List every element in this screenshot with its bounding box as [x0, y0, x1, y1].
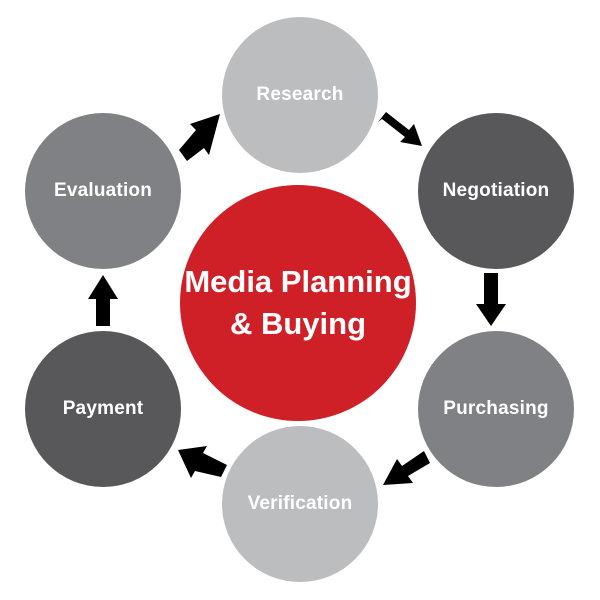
node-verification: Verification — [222, 426, 378, 582]
node-purchasing-label: Purchasing — [443, 398, 549, 419]
node-evaluation: Evaluation — [25, 113, 181, 269]
center-title-line2: & Buying — [229, 306, 367, 341]
node-verification-label: Verification — [247, 493, 353, 514]
arrow-purchasing-to-verification — [383, 451, 430, 485]
arrow-verification-to-payment — [178, 446, 227, 478]
arrow-research-to-negotiation — [378, 112, 422, 146]
node-research-label: Research — [256, 84, 344, 105]
center-circle-media-planning-buying: Media Planning & Buying — [180, 185, 416, 421]
arrow-evaluation-to-research — [179, 114, 220, 161]
node-negotiation: Negotiation — [418, 113, 574, 269]
node-purchasing: Purchasing — [418, 331, 574, 487]
node-research: Research — [222, 17, 378, 173]
arrow-payment-to-evaluation — [88, 275, 118, 326]
center-title-line1: Media Planning — [184, 264, 412, 299]
arrow-negotiation-to-purchasing — [476, 273, 506, 326]
node-evaluation-label: Evaluation — [53, 180, 153, 201]
node-payment-label: Payment — [62, 398, 144, 419]
node-payment: Payment — [25, 331, 181, 487]
node-negotiation-label: Negotiation — [442, 180, 550, 201]
